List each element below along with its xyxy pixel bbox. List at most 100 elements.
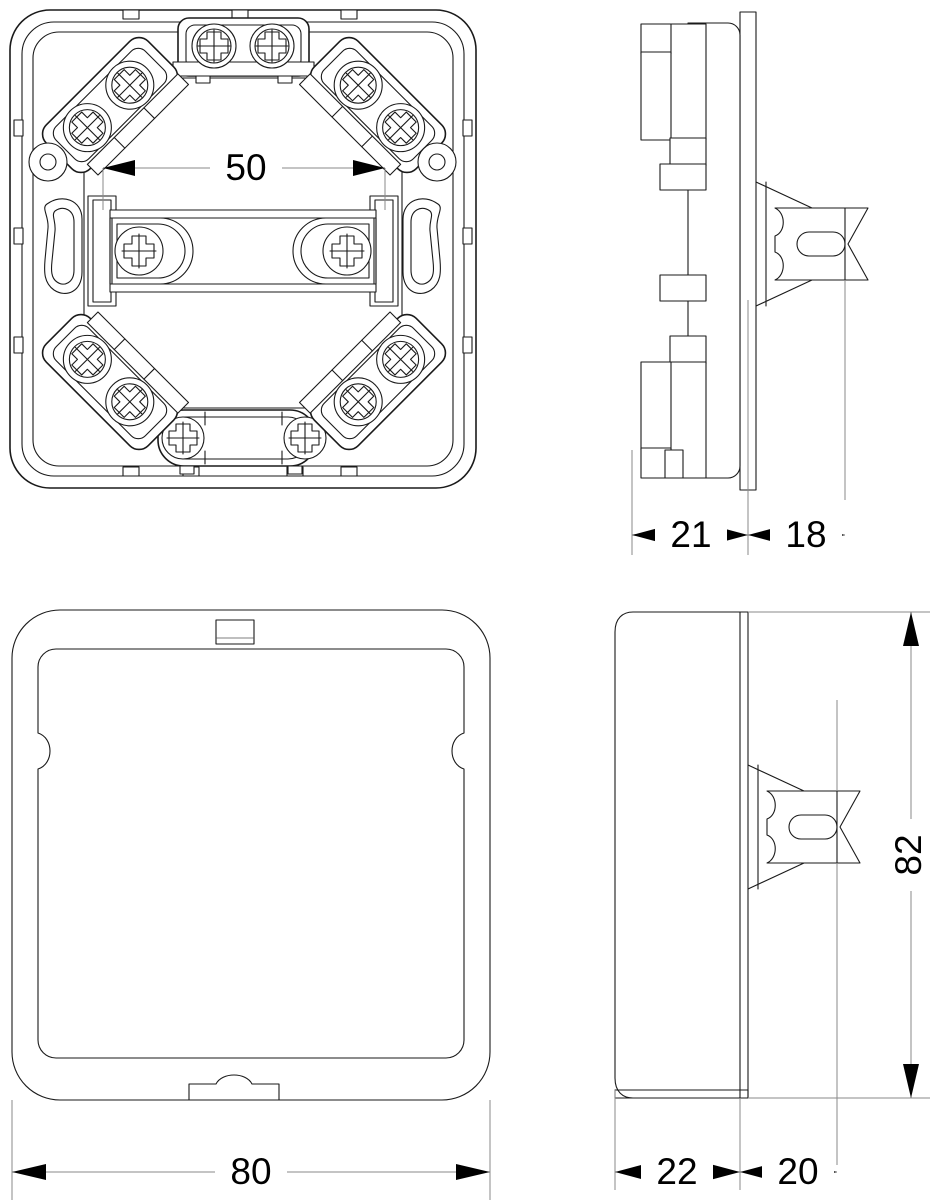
dimension-label-20: 20 <box>777 1151 818 1192</box>
cover-inner-panel <box>37 648 465 1059</box>
terminal-base <box>172 61 315 77</box>
nib <box>340 466 358 477</box>
insert-mid-rib <box>659 274 707 302</box>
terminal-side-d <box>669 137 707 167</box>
terminal-housing-inner <box>52 324 168 440</box>
terminal-side-c <box>640 51 672 141</box>
terminal-rib <box>204 411 283 465</box>
fixing-hole-left <box>28 142 68 182</box>
dimension-21: 21 <box>632 513 748 557</box>
terminal-base <box>86 73 190 176</box>
terminal-block-top <box>172 17 315 84</box>
terminal-foot <box>179 465 195 475</box>
dim-arrow-left <box>632 527 662 543</box>
terminal-rib <box>113 107 156 149</box>
dim-arrow-right <box>710 1164 740 1180</box>
claw-slot-right <box>402 198 441 294</box>
screw-head-icon <box>283 416 327 460</box>
terminal-base <box>298 73 402 176</box>
mounting-bracket <box>87 195 399 307</box>
terminal-stack-bottom <box>640 335 707 479</box>
fixing-hole-right <box>417 142 457 182</box>
terminal-side-h <box>640 361 672 451</box>
cover-bottom-tab <box>188 1074 280 1101</box>
nib <box>122 466 140 477</box>
screw-head-icon <box>376 103 426 153</box>
terminal-side-b <box>640 23 672 55</box>
dim-arrow-top <box>903 612 919 646</box>
nib <box>13 227 24 245</box>
terminal-side-j <box>664 449 684 479</box>
screw-head-icon <box>62 334 112 384</box>
dim-text-backing <box>889 819 933 891</box>
dimension-50: 50 <box>102 146 386 210</box>
terminal-rib <box>113 338 156 380</box>
dimension-label-21: 21 <box>670 514 711 555</box>
dim-arrow-right <box>456 1164 490 1180</box>
dim-arrow-left <box>12 1164 46 1180</box>
dim-text-backing <box>641 1150 713 1194</box>
screw-head-icon <box>114 226 164 276</box>
terminal-side-f <box>669 335 707 365</box>
terminal-housing-inner <box>52 47 168 163</box>
screw-head-icon <box>161 416 205 460</box>
dim-text-backing <box>655 513 727 557</box>
screw-head-icon <box>376 334 426 384</box>
dimension-18: 18 <box>748 513 845 557</box>
terminal-stack-top <box>640 23 707 191</box>
terminal-base <box>298 311 402 414</box>
claw-clamp-insert <box>755 181 869 500</box>
view-front-insert: 50 <box>9 9 477 489</box>
dimension-label-82: 82 <box>888 834 929 875</box>
nib <box>13 119 24 137</box>
claw-oval-hole <box>796 231 846 257</box>
cover-side-base <box>614 1089 749 1099</box>
cover-side-body <box>614 611 749 1099</box>
dim-arrow-bottom <box>903 1064 919 1098</box>
screw-head-icon <box>105 377 155 427</box>
dim-arrow-left <box>103 160 135 176</box>
terminal-block-bottom <box>157 409 327 475</box>
dim-text-backing <box>762 1150 834 1194</box>
screw-head-icon <box>105 60 155 110</box>
frame-nibs-right <box>462 119 473 354</box>
nib <box>462 336 473 354</box>
terminal-foot <box>277 75 293 84</box>
screw-head-icon <box>191 23 237 69</box>
view-side-cover: 82 22 20 <box>614 611 933 1194</box>
bracket-screw-left <box>111 217 194 285</box>
terminal-rib <box>331 339 373 382</box>
bracket-post-right-inner <box>374 199 394 303</box>
bracket-post-left-inner <box>92 199 112 303</box>
screw-head-icon <box>333 377 383 427</box>
claw-clamp-cover <box>747 700 861 1165</box>
cover-top-tab <box>215 619 255 645</box>
screw-head-icon <box>62 103 112 153</box>
bracket-strap-inner <box>109 217 377 285</box>
view-front-cover: 80 <box>11 609 491 1200</box>
dimension-22: 22 <box>615 1150 740 1194</box>
dim-text-backing <box>210 146 282 190</box>
nib <box>13 336 24 354</box>
terminal-foot <box>287 465 303 475</box>
view-side-insert: 21 18 <box>631 11 869 557</box>
nib <box>462 227 473 245</box>
cover-outer <box>11 609 491 1101</box>
claw-oval-hole <box>788 814 838 840</box>
nib <box>340 9 358 20</box>
screw-head-icon <box>322 226 372 276</box>
dimension-label-50: 50 <box>225 147 266 188</box>
dimension-20: 20 <box>740 1150 837 1194</box>
terminal-rib <box>331 105 373 148</box>
terminal-block-corner-tr <box>298 36 447 176</box>
frame-nibs-left <box>13 119 24 354</box>
terminal-housing-inner <box>320 324 436 440</box>
dimension-82: 82 <box>888 612 933 1098</box>
dimension-80: 80 <box>12 1150 490 1194</box>
bracket-screw-right <box>292 217 375 285</box>
dimension-label-22: 22 <box>656 1151 697 1192</box>
terminal-block-corner-br <box>298 311 447 451</box>
terminal-side-e <box>659 163 707 191</box>
